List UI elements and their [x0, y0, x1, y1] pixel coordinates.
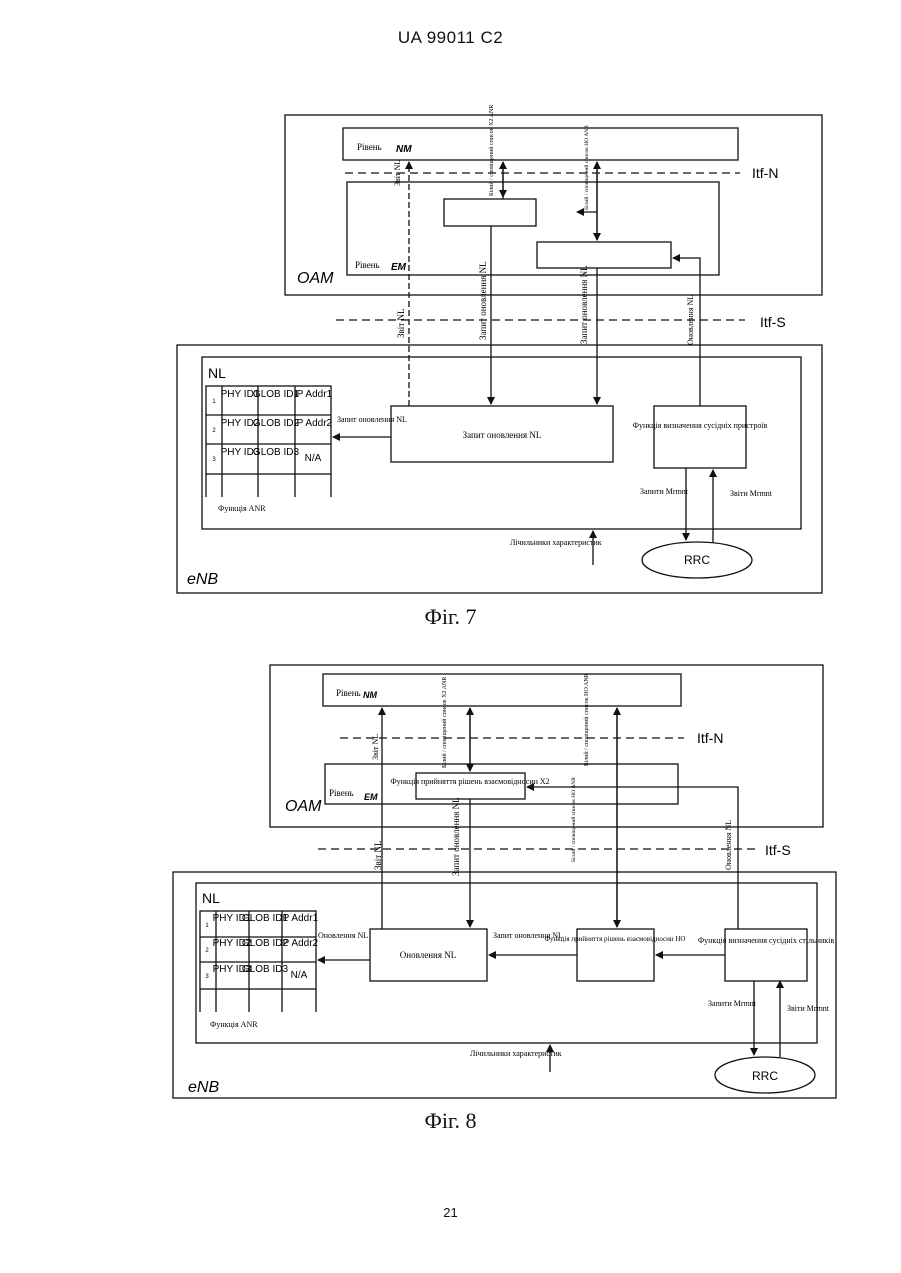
whitelist-x2-label-8: Білий / сповіщений список X2 ANR [441, 677, 448, 768]
nl-label: NL [208, 365, 226, 381]
figure-7-caption: Фіг. 7 [0, 604, 901, 630]
whitelist-ho-label: Білий / сповіщений список HO ANR [583, 125, 590, 210]
table-cell: N/A [305, 453, 322, 464]
page-number: 21 [0, 1205, 901, 1220]
neighbor-function-label-8: Функція визначення сусідніх стільників [698, 936, 835, 945]
update-request-nl-label-8: Запит оновлення NL [451, 797, 461, 876]
enb-box [177, 345, 822, 593]
nm-level-label-prefix-8: Рівень [336, 688, 361, 698]
anr-function-label-8: Функція ANR [210, 1020, 258, 1029]
table-cell: GLOB ID2 [253, 418, 300, 429]
mrmnt-requests-label-8: Запити Mrmnt [708, 999, 757, 1008]
update-nl-side-label: Оновлення NL [318, 931, 368, 940]
figure-8-caption: Фіг. 8 [0, 1108, 901, 1134]
update-request-nl-label-2: Запит оновлення NL [579, 265, 589, 344]
nm-level-label-suffix-8: NM [363, 690, 377, 700]
nm-level-label-prefix: Рівень [357, 142, 382, 152]
x2-decision-label: Функція прийняття рішень взаємовідносин … [390, 777, 549, 786]
em-level-label-prefix-8: Рівень [329, 788, 354, 798]
table-cell: IP Addr1 [294, 389, 333, 400]
nm-level-label-suffix: NM [396, 144, 412, 155]
table-row-2-index-8: 2 [205, 948, 209, 954]
rrc-label: RRC [684, 553, 710, 567]
table-row-1-index: 1 [212, 399, 216, 405]
table-cell: IP Addr1 [280, 913, 319, 924]
update-nl-box-label: Оновлення NL [400, 950, 456, 960]
itf-n-label: Itf-N [752, 165, 778, 181]
ho-decision-label: Функція прийняття рішень взаємовідносин … [545, 935, 686, 943]
mrmnt-reports-label-8: Звіти Mrmnt [787, 1004, 830, 1013]
whitelist-x2-label: Білий / сповіщений список X2 ANR [488, 105, 495, 196]
enb-label-8: eNB [188, 1079, 219, 1096]
table-row-3-index-8: 3 [205, 974, 209, 980]
mrmnt-requests-label: Запити Mrmnt [640, 487, 689, 496]
report-nl-top-label: Звіт NL [393, 160, 402, 186]
anr-function-label: Функція ANR [218, 504, 266, 513]
itf-s-label-8: Itf-S [765, 842, 791, 858]
nl-label-8: NL [202, 890, 220, 906]
table-cell: N/A [291, 970, 308, 981]
x2-function-box [444, 199, 536, 226]
table-cell: IP Addr2 [294, 418, 333, 429]
update-request-nl-label-1: Запит оновлення NL [478, 261, 488, 340]
enb-box-8 [173, 872, 836, 1098]
report-nl-top-label-8: Звіт NL [371, 734, 380, 760]
update-request-side-label: Запит оновлення NL [337, 415, 407, 424]
table-row-3-index: 3 [212, 457, 216, 463]
em-level-label-suffix: EM [391, 262, 407, 273]
report-nl-label-8: Звіт NL [373, 841, 383, 870]
em-level-label-prefix: Рівень [355, 260, 380, 270]
oam-label: OAM [297, 270, 334, 287]
report-nl-label: Звіт NL [396, 309, 406, 338]
mrmnt-reports-label: Звіти Mrmnt [730, 489, 773, 498]
table-cell: GLOB ID1 [253, 389, 300, 400]
neighbor-function-box [654, 406, 746, 468]
whitelist-ho-label-8: Білий / сповіщений список HO ANR [583, 673, 590, 766]
table-row-1-index-8: 1 [205, 923, 209, 929]
perf-counters-label-8: Лічильники характеристик [470, 1049, 562, 1058]
perf-counters-label: Лічильники характеристик [510, 538, 602, 547]
update-nl-vertical-label: Оновлення NL [686, 295, 695, 345]
ho-function-box [537, 242, 671, 268]
update-nl-vertical-label-8: Оновлення NL [724, 820, 733, 870]
enb-label: eNB [187, 571, 218, 588]
oam-label-8: OAM [285, 798, 322, 815]
itf-s-label: Itf-S [760, 314, 786, 330]
em-level-label-suffix-8: EM [364, 792, 378, 802]
update-request-box-label: Запит оновлення NL [463, 430, 542, 440]
table-cell: IP Addr2 [280, 938, 319, 949]
nl-area-box [202, 357, 801, 529]
table-cell: GLOB ID3 [253, 447, 300, 458]
table-cell: GLOB ID3 [242, 964, 289, 975]
whitelist-ho-small-label: Білий / сповіщений список HO ANR [570, 777, 577, 862]
neighbor-function-label: Функція визначення сусідніх пристроїв [633, 421, 768, 430]
nl-area-box-8 [196, 883, 817, 1043]
itf-n-label-8: Itf-N [697, 730, 723, 746]
table-row-2-index: 2 [212, 428, 216, 434]
rrc-label-8: RRC [752, 1069, 778, 1083]
